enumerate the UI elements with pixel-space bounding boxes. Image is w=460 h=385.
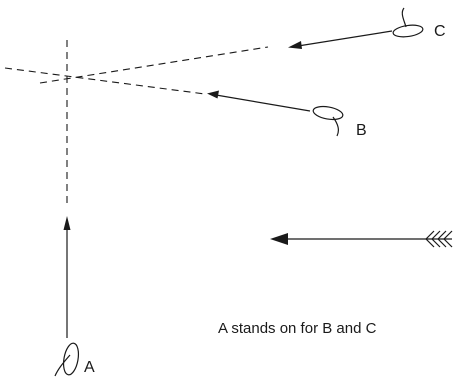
vessel-a-course-arrow — [63, 216, 71, 338]
vessel-b-course-arrow — [207, 90, 311, 112]
vessel-c-projected-track — [39, 46, 269, 84]
vessel-c-course-arrow — [288, 30, 393, 49]
vessel-a-hull-icon — [54, 342, 80, 377]
vessel-b-hull-icon — [312, 105, 344, 137]
wind-arrow-fletching — [425, 230, 453, 248]
vessel-a-label: A — [84, 359, 95, 376]
vessel-c-label: C — [434, 23, 446, 40]
projected-courses — [4, 40, 269, 205]
diagram-caption: A stands on for B and C — [218, 320, 377, 337]
vessel-b-projected-track — [4, 67, 206, 95]
vessel-b-label: B — [356, 122, 367, 139]
wind-arrow-icon — [270, 230, 453, 248]
vessel-c-hull-icon — [392, 7, 424, 38]
